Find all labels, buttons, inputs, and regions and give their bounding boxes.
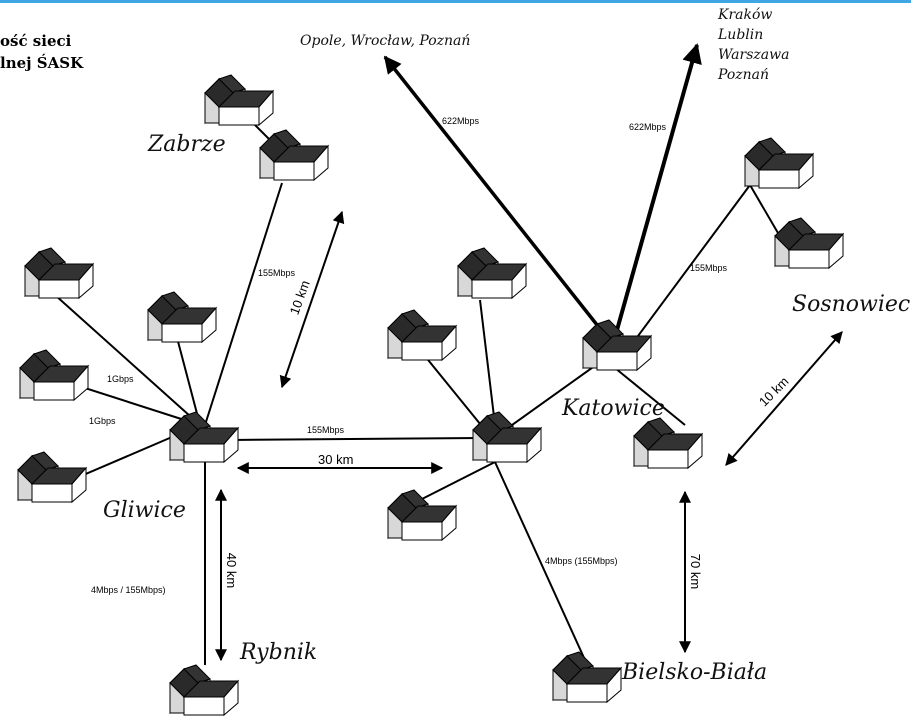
speed-label-sosnowiec: 155Mbps <box>690 263 728 273</box>
house-kat-b <box>387 309 457 361</box>
title-line-2: lnej ŚASK <box>0 54 84 72</box>
city-label-gliwice: Gliwice <box>103 498 186 523</box>
speed-label-opole: 622Mbps <box>442 116 480 126</box>
link-gliwice-katowice <box>229 437 481 441</box>
top-accent-line <box>0 0 911 3</box>
link-kat-house-b <box>419 349 486 431</box>
speed-label-rybnik: 4Mbps / 155Mbps) <box>91 585 166 595</box>
house-zabrze-1 <box>204 74 274 126</box>
speed-label-gliwice-katowice: 155Mbps <box>307 425 345 435</box>
arrow-to-krakow <box>615 43 702 331</box>
house-sosnowiec-2 <box>774 217 844 269</box>
house-kat-a <box>457 247 527 299</box>
house-kat-c <box>387 489 457 541</box>
house-rybnik <box>169 664 239 716</box>
distance-label-gliwice-katowice: 30 km <box>318 452 354 467</box>
house-katowice <box>582 319 652 371</box>
city-label-sosnowiec: Sosnowiec <box>792 292 911 317</box>
link-zabrze-gliwice <box>204 182 283 426</box>
link-kat-house-c <box>419 461 496 501</box>
title-line-1: ość sieci <box>0 32 72 50</box>
speed-label-krakow: 622Mbps <box>629 122 667 132</box>
dist-arrow-katowice-sosnowiec <box>725 331 843 466</box>
city-label-rybnik: Rybnik <box>240 640 318 665</box>
speed-label-1gbps-b: 1Gbps <box>89 416 116 426</box>
house-kat-hub <box>472 411 542 463</box>
house-gliwice-main <box>169 411 239 463</box>
distance-label-gliwice-rybnik: 40 km <box>224 552 240 589</box>
link-katowice-house <box>614 367 686 426</box>
city-label-zabrze: Zabrze <box>148 132 226 157</box>
distance-label-katowice-bielsko: 70 km <box>688 553 704 590</box>
city-label-bielsko: Bielsko-Biała <box>622 660 768 685</box>
link-gliwice-house-b <box>174 329 201 426</box>
diagram-title: ość sieci lnej ŚASK <box>0 30 83 74</box>
city-label-katowice: Katowice <box>562 396 665 421</box>
speed-label-1gbps-a: 1Gbps <box>107 374 134 384</box>
house-gliwice-b <box>147 291 217 343</box>
house-zabrze-2 <box>259 129 329 181</box>
house-gliwice-a <box>24 247 94 299</box>
city-label-opole-group: Opole, Wrocław, Poznań <box>300 33 471 49</box>
city-label-poznan: Poznań <box>718 67 770 83</box>
house-gliwice-d <box>17 451 87 503</box>
houses <box>17 74 844 716</box>
connection-lines <box>54 109 786 665</box>
house-bielsko <box>552 651 622 703</box>
link-hub-bielsko <box>494 461 586 661</box>
house-sosnowiec-1 <box>744 137 814 189</box>
dist-arrow-zabrze <box>279 210 345 389</box>
link-kat-house-a <box>479 299 496 426</box>
speed-label-bielsko: 4Mbps (155Mbps) <box>545 556 618 566</box>
link-katowice-sosnowiec <box>634 184 751 341</box>
arrow-to-opole <box>383 55 607 337</box>
city-label-warszawa: Warszawa <box>718 47 790 63</box>
house-kat-d <box>633 417 703 469</box>
speed-label-zabrze: 155Mbps <box>258 268 296 278</box>
city-label-krakow: Kraków <box>718 7 773 23</box>
link-gliwice-house-a <box>54 294 201 426</box>
city-label-lublin: Lublin <box>718 27 764 43</box>
house-gliwice-c <box>19 349 89 401</box>
